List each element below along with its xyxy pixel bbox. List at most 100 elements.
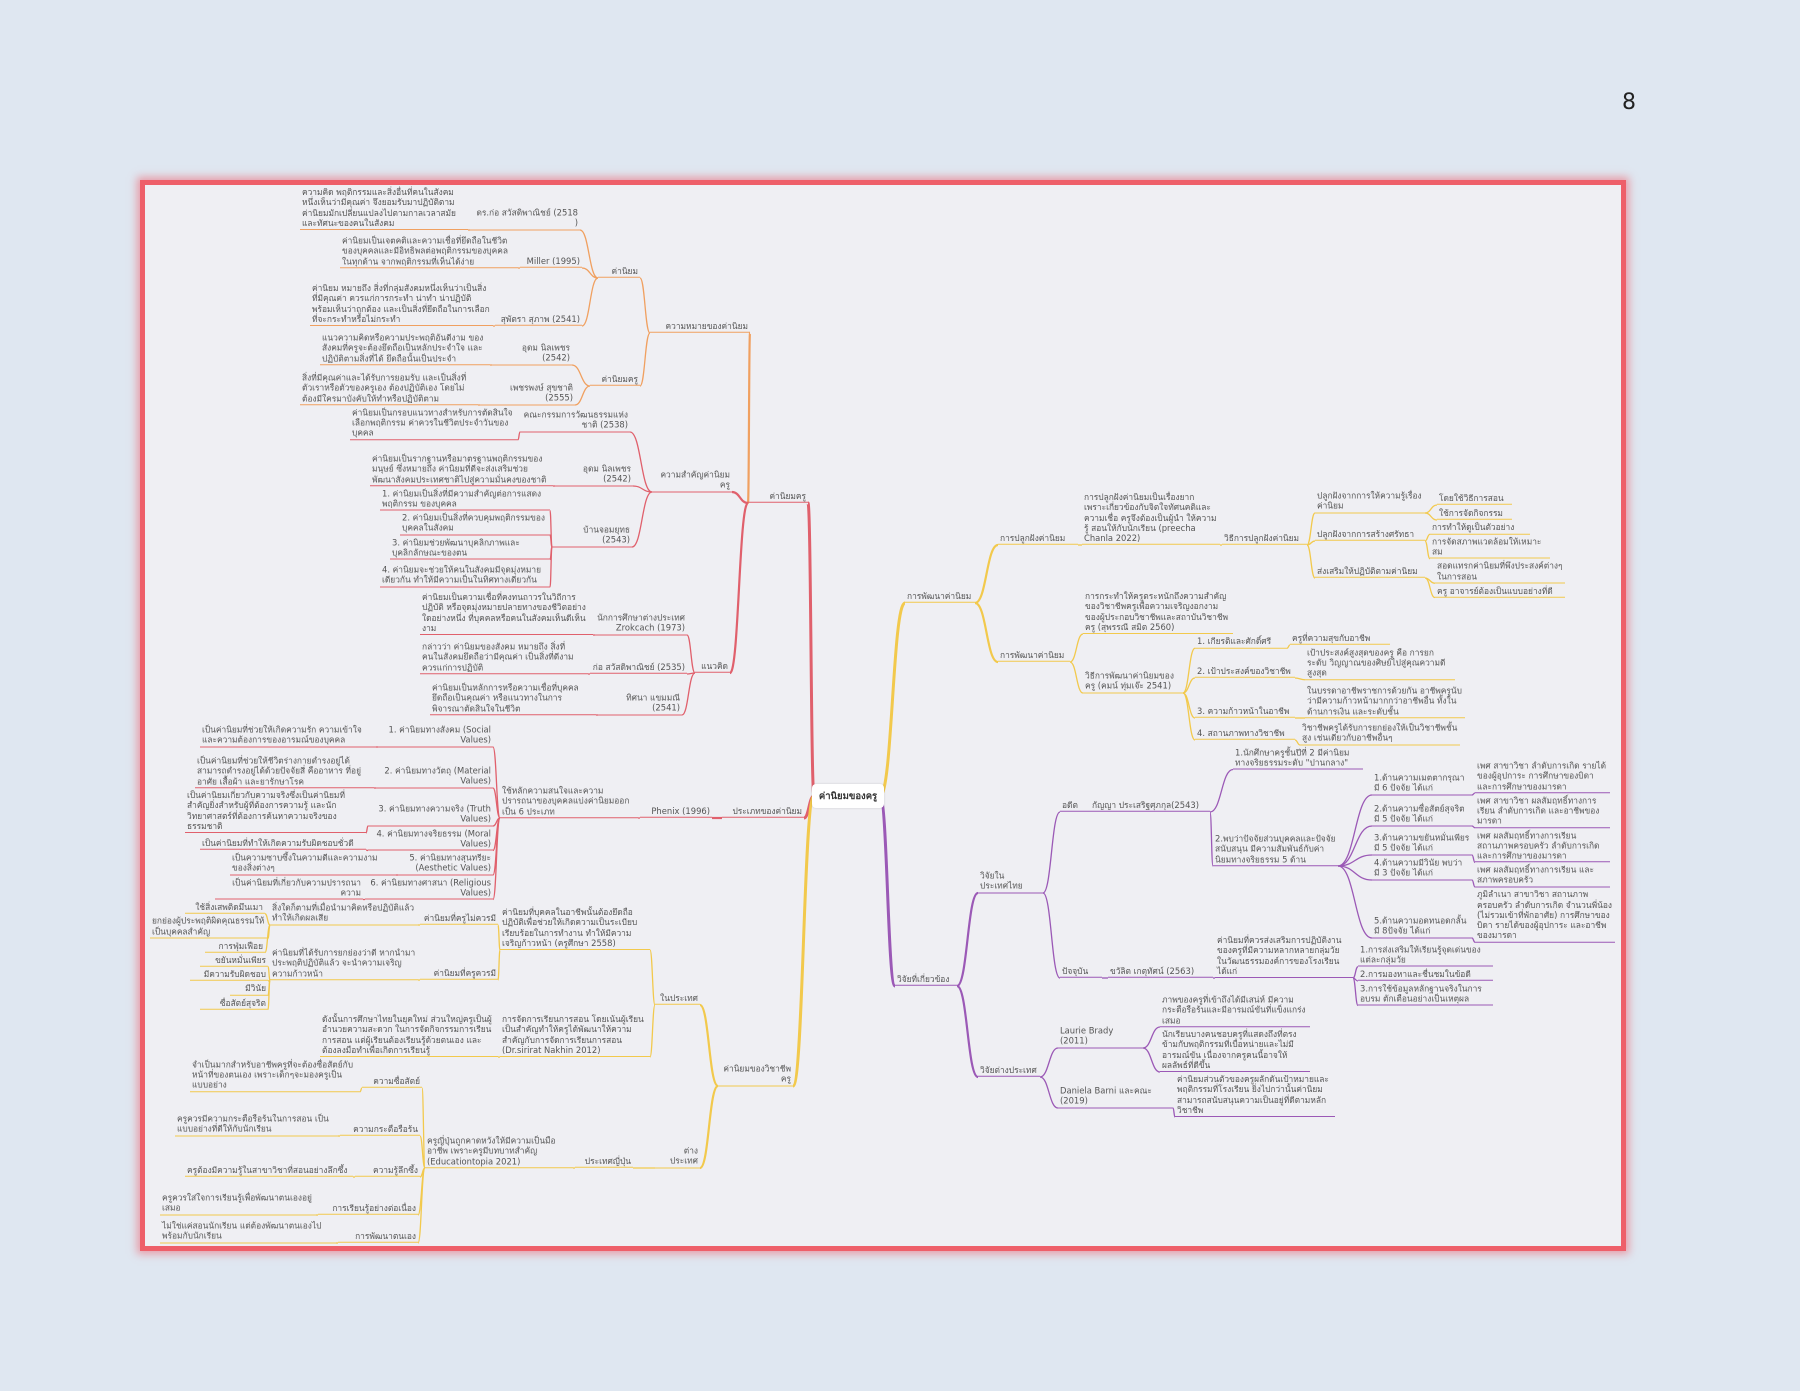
mindmap-node-k3c[interactable]: 3. ค่านิยมช่วยพัฒนาบุคลิกภาพและบุคลิกลัก… bbox=[390, 537, 550, 560]
mindmap-node-q2[interactable]: ในประเทศ bbox=[655, 993, 700, 1005]
mindmap-node-pe3[interactable]: 3.ด้านความขยันหมั่นเพียร มี 5 ปัจจัย ได้… bbox=[1372, 833, 1472, 855]
mindmap-node-c2[interactable]: Miller (1995) bbox=[520, 256, 582, 268]
mindmap-node-yc2[interactable]: ครู อาจารย์ต้องเป็นแบบอย่างที่ดี bbox=[1435, 585, 1565, 598]
mindmap-node-q3[interactable]: ต่างประเทศ bbox=[655, 1146, 700, 1168]
mindmap-node-p4d[interactable]: ค่านิยมที่ควรส่งเสริมการปฏิบัติงานของครู… bbox=[1215, 935, 1353, 978]
mindmap-node-n1d[interactable]: ค่านิยมเป็นความเชื่อที่คงทนถาวรในวิถีการ… bbox=[420, 592, 593, 635]
mindmap-node-ya1[interactable]: โดยใช้วิธีการสอน bbox=[1437, 493, 1512, 505]
mindmap-node-qb2[interactable]: มีความรับผิดชอบ bbox=[190, 969, 268, 981]
mindmap-node-k3e[interactable]: 4. ค่านิยมจะช่วยให้คนในสังคมมีจุดมุ่งหมา… bbox=[380, 565, 550, 587]
mindmap-node-t2d[interactable]: เป็นค่านิยมที่ช่วยให้ชีวิตร่างกายดำรงอยู… bbox=[195, 755, 374, 788]
mindmap-node-p1[interactable]: วิจัยที่เกี่ยวข้อง bbox=[895, 974, 957, 986]
mindmap-node-p5a1[interactable]: ภาพของครูที่เข้าถึงได้มีเสน่ห์ มีความกระ… bbox=[1160, 994, 1310, 1027]
mindmap-node-l3[interactable]: ค่านิยม bbox=[598, 266, 640, 278]
mindmap-node-c2d[interactable]: ค่านิยมเป็นเจตคติและความเชื่อที่ยึดถือใน… bbox=[340, 235, 518, 268]
mindmap-node-n2[interactable]: ก่อ สวัสดิพาณิชย์ (2535) bbox=[590, 662, 687, 674]
mindmap-node-qj4d[interactable]: ครูควรใส่ใจการเรียนรู้เพื่อพัฒนาตนเองอยู… bbox=[160, 1193, 316, 1215]
mindmap-node-p3b[interactable]: 1.นักศึกษาครูชั้นปีที่ 2 มีค่านิยมทางจริ… bbox=[1233, 747, 1363, 770]
mindmap-node-c1d[interactable]: ความคิด พฤติกรรมและสิ่งอื่นที่คนในสังคมห… bbox=[300, 187, 468, 230]
mindmap-node-y1[interactable]: การพัฒนาค่านิยม bbox=[905, 591, 975, 603]
mindmap-node-p4a[interactable]: ขวัลิต เกตุทัศน์ (2563) bbox=[1108, 966, 1213, 978]
mindmap-node-yd2[interactable]: 2. เป้าประสงค์ของวิชาชีพ bbox=[1195, 666, 1295, 678]
mindmap-node-qad[interactable]: สิ่งใดก็ตามที่เมื่อนำมาคิดหรือปฏิบัติแล้… bbox=[270, 903, 418, 925]
mindmap-node-yd4[interactable]: 4. สถานภาพทางวิชาชีพ bbox=[1195, 728, 1295, 740]
mindmap-node-p5a[interactable]: Laurie Brady (2011) bbox=[1058, 1026, 1143, 1048]
mindmap-node-p4e2[interactable]: 2.การมองหาและชื่นชมในข้อดี bbox=[1358, 969, 1493, 981]
mindmap-node-qb[interactable]: ค่านิยมที่ครูควรมี bbox=[420, 968, 498, 980]
mindmap-node-t3d[interactable]: เป็นค่านิยมเกี่ยวกับความจริงซึ่งเป็นค่าน… bbox=[185, 790, 366, 833]
mindmap-node-qj5[interactable]: การพัฒนาตนเอง bbox=[338, 1231, 418, 1243]
mindmap-node-pe5[interactable]: 5.ด้านความอดทนอดกลั้น มี 8ปัจจัย ได้แก่ bbox=[1372, 916, 1472, 938]
mindmap-node-p3[interactable]: อดีต bbox=[1060, 800, 1090, 812]
mindmap-node-yd3d[interactable]: ในบรรดาอาชีพราชการด้วยกัน อาชีพครูนับว่า… bbox=[1305, 685, 1465, 718]
mindmap-node-l1[interactable]: ค่านิยมครู bbox=[748, 491, 808, 503]
mindmap-node-c3d[interactable]: ค่านิยม หมายถึง สิ่งที่กลุ่มสังคมหนึ่งเห… bbox=[310, 283, 493, 326]
mindmap-node-p4e3[interactable]: 3.การใช้ข้อมูลหลักฐานจริงในการอบรม ตักเต… bbox=[1358, 983, 1493, 1006]
mindmap-node-yb[interactable]: ปลูกฝังจากการสร้างศรัทธา bbox=[1315, 529, 1425, 541]
mindmap-node-p4[interactable]: ปัจจุบัน bbox=[1060, 966, 1102, 978]
mindmap-node-n2d[interactable]: กล่าวว่า ค่านิยมของสังคม หมายถึง สิ่งที่… bbox=[420, 641, 588, 674]
mindmap-node-pe2[interactable]: 2.ด้านความซื่อสัตย์สุจริต มี 5 ปัจจัย ได… bbox=[1372, 804, 1472, 826]
mindmap-node-qa2[interactable]: ยกย่องผู้ประพฤติผิดคุณธรรมให้เป็นบุคคลสำ… bbox=[150, 916, 268, 939]
mindmap-node-pe4d[interactable]: เพศ ผลสัมฤทธิ์ทางการเรียน และสภาพครอบครั… bbox=[1475, 865, 1610, 887]
mindmap-node-y2m[interactable]: วิธีการปลูกฝังค่านิยม bbox=[1222, 533, 1307, 545]
mindmap-node-c4d[interactable]: แนวความคิดหรือความประพฤติอันดีงาม ของสัง… bbox=[320, 332, 490, 365]
mindmap-node-pe2d[interactable]: เพศ สาขาวิชา ผลสัมฤทธิ์ทางการเรียน ลำดับ… bbox=[1475, 795, 1610, 828]
mindmap-node-p5b[interactable]: Daniela Barni และคณะ (2019) bbox=[1058, 1086, 1173, 1108]
mindmap-node-y2d[interactable]: การปลูกฝังค่านิยมเป็นเรื่องยาก เพราะเกี่… bbox=[1082, 492, 1220, 545]
mindmap-node-p3a[interactable]: กัญญา ประเสริฐศุภกุล(2543) bbox=[1090, 800, 1210, 812]
mindmap-node-k[interactable]: ความสำคัญค่านิยมครู bbox=[652, 470, 732, 492]
mindmap-node-qj3d[interactable]: ครูต้องมีความรู้ในสาขาวิชาที่สอนอย่างลึก… bbox=[185, 1165, 353, 1177]
mindmap-node-t[interactable]: ประเภทของค่านิยม bbox=[722, 806, 804, 818]
mindmap-node-ya[interactable]: ปลูกฝังจากการให้ความรู้เรื่องค่านิยม bbox=[1315, 491, 1425, 513]
mindmap-node-t0d[interactable]: ใช้หลักความสนใจและความปรารถนาของบุคคลแบ่… bbox=[500, 785, 638, 818]
mindmap-node-t4d[interactable]: เป็นค่านิยมที่ทำให้เกิดความรับผิดชอบชั่ว… bbox=[200, 838, 366, 850]
mindmap-node-yd1[interactable]: 1. เกียรติและศักดิ์ศรี bbox=[1195, 636, 1287, 649]
mindmap-node-c5[interactable]: เพชรพงษ์ สุขชาติ (2555) bbox=[480, 383, 575, 405]
mindmap-node-q2e[interactable]: การจัดการเรียนการสอน โดยเน้นผู้เรียนเป็น… bbox=[500, 1014, 650, 1057]
mindmap-node-y3[interactable]: การพัฒนาค่านิยม bbox=[998, 650, 1070, 662]
mindmap-node-pe4[interactable]: 4.ด้านความมีวินัย พบว่า มี 3 ปัจจัย ได้แ… bbox=[1372, 858, 1472, 880]
root-node[interactable]: ค่านิยมของครู bbox=[812, 784, 884, 808]
mindmap-node-k3[interactable]: บ้านจอมยุทธ (2543) bbox=[552, 525, 632, 547]
mindmap-node-qj2d[interactable]: ครูควรมีความกระตือรือร้นในการสอน เป็นแบบ… bbox=[175, 1114, 338, 1136]
mindmap-node-t2[interactable]: 2. ค่านิยมทางวัตถุ (Material Values) bbox=[376, 766, 493, 788]
mindmap-node-pe1[interactable]: 1.ด้านความเมตตากรุณา มี 6 ปัจจัย ได้แก่ bbox=[1372, 773, 1472, 795]
mindmap-node-yb2[interactable]: การจัดสภาพแวดล้อมให้เหมาะสม bbox=[1430, 536, 1550, 559]
mindmap-node-n3d[interactable]: ค่านิยมเป็นหลักการหรือความเชื่อที่บุคคลย… bbox=[430, 682, 596, 715]
mindmap-node-k1d[interactable]: ค่านิยมเป็นกรอบแนวทางสำหรับการตัดสินใจเล… bbox=[350, 407, 518, 440]
mindmap-node-qa1[interactable]: ใช้สิ่งเสพติดมึนเมา bbox=[185, 902, 265, 914]
mindmap-node-pe1d[interactable]: เพศ สาขาวิชา ลำดับการเกิด รายได้ของผู้อุ… bbox=[1475, 760, 1610, 793]
mindmap-node-yd2d[interactable]: เป้าประสงค์สูงสุดของครู คือ การยกระดับ ว… bbox=[1305, 647, 1455, 680]
mindmap-node-t0[interactable]: Phenix (1996) bbox=[640, 806, 712, 818]
mindmap-node-pe5d[interactable]: ภูมิลำเนา สาขาวิชา สถานภาพครอบครัว ลำดับ… bbox=[1475, 889, 1615, 943]
mindmap-node-n[interactable]: แนวคิด bbox=[695, 661, 730, 673]
mindmap-node-qbd[interactable]: ค่านิยมที่ได้รับการยกย่องว่าดี หากนำมาปร… bbox=[270, 947, 418, 980]
mindmap-node-qj3[interactable]: ความรู้ลึกซึ้ง bbox=[355, 1165, 420, 1177]
mindmap-node-qj4[interactable]: การเรียนรู้อย่างต่อเนื่อง bbox=[318, 1203, 418, 1215]
mindmap-node-qb4[interactable]: ซื่อสัตย์สุจริต bbox=[200, 997, 268, 1010]
mindmap-node-p4e1[interactable]: 1.การส่งเสริมให้เรียนรู้จุดเด่นของแต่ละก… bbox=[1358, 944, 1493, 967]
mindmap-node-yb1[interactable]: การทำให้ดูเป็นตัวอย่าง bbox=[1430, 522, 1530, 535]
mindmap-node-k3b[interactable]: 2. ค่านิยมเป็นสิ่งที่ควบคุมพฤติกรรมของบุ… bbox=[400, 513, 550, 535]
mindmap-node-t1d[interactable]: เป็นค่านิยมที่ช่วยให้เกิดความรัก ความเข้… bbox=[200, 725, 376, 747]
mindmap-node-t4[interactable]: 4. ค่านิยมทางจริยธรรม (Moral Values) bbox=[368, 828, 493, 851]
mindmap-node-k3a[interactable]: 1. ค่านิยมเป็นสิ่งที่มีความสำคัญต่อการแส… bbox=[380, 488, 550, 511]
mindmap-node-ya2[interactable]: ใช้การจัดกิจกรรม bbox=[1437, 508, 1512, 520]
mindmap-node-qj1d[interactable]: จำเป็นมากสำหรับอาชีพครูที่จะต้องซื่อสัตย… bbox=[190, 1059, 360, 1092]
mindmap-node-pe3d[interactable]: เพศ ผลสัมฤทธิ์ทางการเรียน สถานภาพครอบครั… bbox=[1475, 830, 1610, 863]
mindmap-node-n1[interactable]: นักการศึกษาต่างประเทศ Zrokcach (1973) bbox=[595, 613, 687, 635]
mindmap-node-l2[interactable]: ความหมายของค่านิยม bbox=[650, 321, 750, 333]
mindmap-node-t6d[interactable]: เป็นค่านิยมที่เกี่ยวกับความปรารถนาความ bbox=[215, 877, 363, 900]
mindmap-node-n3[interactable]: ทิศนา แขมมณี (2541) bbox=[598, 693, 682, 715]
mindmap-node-c4[interactable]: อุดม นิลเพชร (2542) bbox=[492, 343, 572, 365]
mindmap-node-qj2[interactable]: ความกระตือรือร้น bbox=[340, 1124, 420, 1136]
mindmap-node-qa3[interactable]: การฟุ่มเฟือย bbox=[205, 940, 265, 953]
mindmap-node-yd4d[interactable]: วิชาชีพครูได้รับการยกย่องให้เป็นวิชาชีพช… bbox=[1300, 723, 1460, 745]
mindmap-node-c3[interactable]: สุพัตรา สุภาพ (2541) bbox=[495, 314, 582, 326]
mindmap-node-t1[interactable]: 1. ค่านิยมทางสังคม (Social Values) bbox=[378, 725, 493, 747]
mindmap-node-p3c[interactable]: 2.พบว่าปัจจัยส่วนบุคคลและปัจจัยสนับสนุน … bbox=[1213, 833, 1338, 866]
mindmap-node-q2ed[interactable]: ดังนั้นการศึกษาไทยในยุคใหม่ ส่วนใหญ่ครูเ… bbox=[320, 1014, 498, 1057]
mindmap-node-p5[interactable]: วิจัยต่างประเทศ bbox=[978, 1065, 1040, 1077]
mindmap-node-c5d[interactable]: สิ่งที่มีคุณค่าและได้รับการยอมรับ และเป็… bbox=[300, 372, 478, 405]
